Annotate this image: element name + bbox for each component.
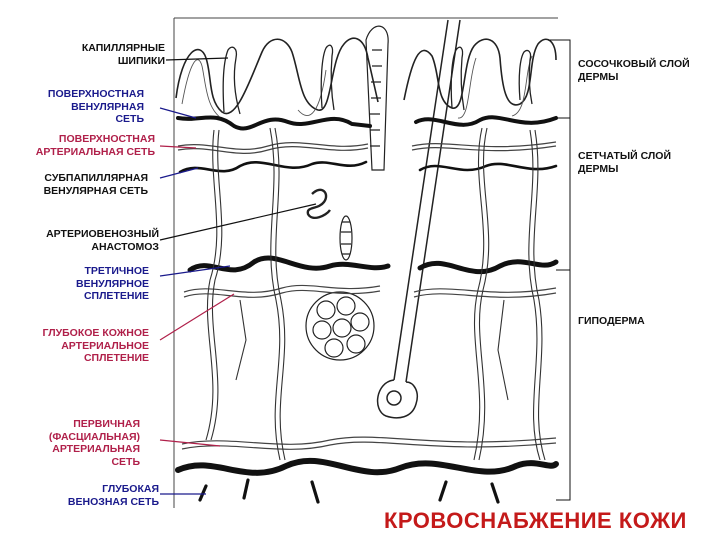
layer-brackets <box>548 40 570 500</box>
label-hypodermis: ГИПОДЕРМА <box>578 315 645 328</box>
capillary-loops-art <box>223 45 532 114</box>
label-superficial-venular-net: ПОВЕРХНОСТНАЯ ВЕНУЛЯРНАЯ СЕТЬ <box>48 88 144 126</box>
label-papillary-dermis: СОСОЧКОВЫЙ СЛОЙ ДЕРМЫ <box>578 58 690 83</box>
illustration-frame <box>174 18 558 508</box>
label-deep-venous-net: ГЛУБОКАЯ ВЕНОЗНАЯ СЕТЬ <box>68 483 159 508</box>
label-arteriovenous-anastomosis: АРТЕРИОВЕНОЗНЫЙ АНАСТОМОЗ <box>46 228 159 253</box>
leader-anastomosis <box>160 204 316 240</box>
arterial-networks-art <box>178 142 556 449</box>
label-subpapillary-venular-net: СУБПАПИЛЛЯРНАЯ ВЕНУЛЯРНАЯ СЕТЬ <box>44 172 148 197</box>
label-reticular-dermis: СЕТЧАТЫЙ СЛОЙ ДЕРМЫ <box>578 150 671 175</box>
label-capillary-loops: КАПИЛЛЯРНЫЕ ШИПИКИ <box>82 42 165 67</box>
label-superficial-arterial-net: ПОВЕРХНОСТНАЯ АРТЕРИАЛЬНАЯ СЕТЬ <box>36 133 155 158</box>
leader-deep-dermal-arterial <box>160 294 234 340</box>
venous-networks-art <box>178 117 556 502</box>
leader-superficial-arterial <box>160 146 196 148</box>
label-deep-dermal-arterial-plexus: ГЛУБОКОЕ КОЖНОЕ АРТЕРИАЛЬНОЕ СПЛЕТЕНИЕ <box>43 327 149 365</box>
sweat-duct-art <box>340 26 388 260</box>
sweat-gland-art <box>306 292 374 360</box>
anastomosis-art <box>308 190 330 218</box>
leader-subpapillary-venular <box>160 168 198 178</box>
connecting-vessels-art <box>206 128 545 460</box>
label-primary-fascial-arterial-net: ПЕРВИЧНАЯ (ФАСЦИАЛЬНАЯ) АРТЕРИАЛЬНАЯ СЕТ… <box>49 418 140 468</box>
label-tertiary-venular-plexus: ТРЕТИЧНОЕ ВЕНУЛЯРНОЕ СПЛЕТЕНИЕ <box>76 265 149 303</box>
hair-follicle-art <box>378 20 460 418</box>
diagram-title: КРОВОСНАБЖЕНИЕ КОЖИ <box>384 508 687 534</box>
